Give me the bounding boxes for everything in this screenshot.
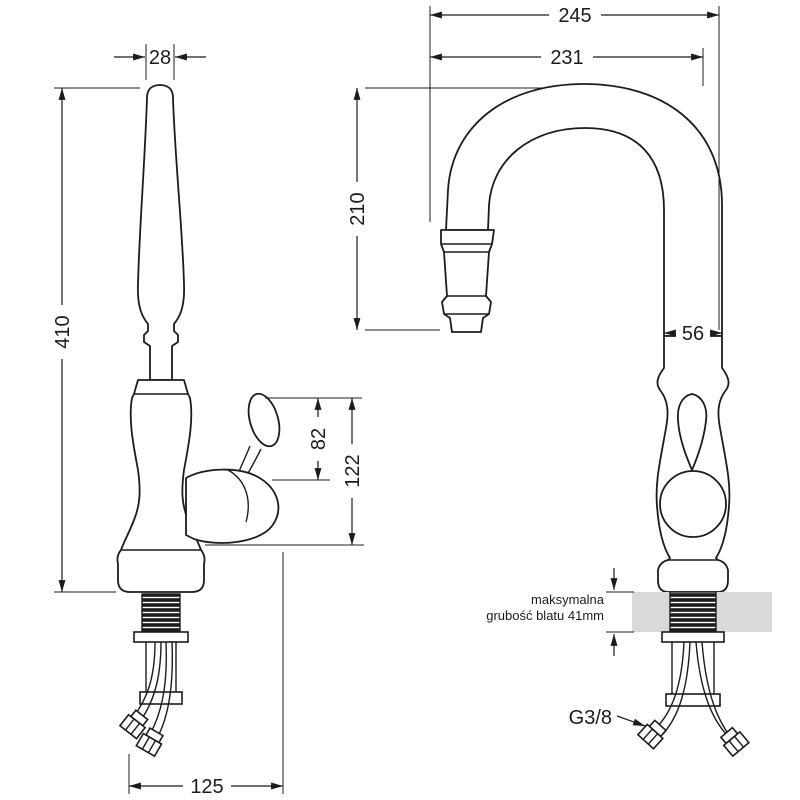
- front-thread-stud: [141, 593, 181, 633]
- front-hose-2b: [156, 641, 174, 739]
- spout-clearance-height-label: 210: [347, 192, 369, 225]
- side-hose-nut-2: [719, 726, 750, 758]
- dim-body-width: 56: [664, 323, 722, 345]
- dim-base-width: 125: [128, 552, 284, 798]
- front-handle-base: [185, 468, 280, 544]
- front-mount-flange: [133, 631, 189, 643]
- side-view: [440, 83, 772, 758]
- countertop-note-line1: maksymalna: [531, 592, 605, 607]
- side-hose-2b: [701, 641, 734, 741]
- front-handle-knob: [247, 392, 281, 448]
- side-hose-nut-1: [636, 719, 668, 750]
- spout-top-width-label: 28: [149, 47, 171, 69]
- front-hose-nut-2: [135, 727, 165, 758]
- side-thread-stud: [669, 591, 717, 633]
- overall-depth-label: 245: [558, 5, 591, 27]
- front-hose-nut-1: [118, 709, 149, 740]
- base-width-label: 125: [190, 776, 223, 798]
- side-mount-flange: [661, 631, 725, 643]
- dim-countertop-thickness: maksymalna grubość blatu 41mm: [486, 568, 634, 656]
- side-handle-circle: [659, 470, 727, 538]
- dim-thread-size: G3/8: [569, 707, 646, 729]
- dim-spout-reach: 231: [430, 47, 704, 86]
- front-hose-2: [149, 641, 168, 735]
- dim-spout-top-width: 28: [114, 44, 206, 80]
- front-handle-lever: [237, 445, 251, 475]
- side-handle-teardrop: [677, 393, 708, 471]
- countertop-note-line2: grubość blatu 41mm: [486, 608, 604, 623]
- side-hose-1: [655, 641, 685, 729]
- dim-total-height: 410: [52, 87, 140, 593]
- front-handle-base-detail: [227, 469, 249, 523]
- side-hose-1b: [662, 641, 691, 735]
- front-spout-neck: [137, 84, 185, 381]
- front-body: [116, 379, 206, 593]
- side-hose-2: [695, 641, 727, 735]
- body-width-label: 56: [682, 323, 704, 345]
- side-gooseneck: [445, 83, 723, 337]
- front-hose-1b: [140, 641, 162, 721]
- side-spray-head: [440, 229, 495, 333]
- front-hose-1: [133, 641, 156, 717]
- handle-total-height-label: 122: [342, 454, 364, 487]
- thread-size-label: G3/8: [569, 707, 612, 729]
- handle-upper-height-label: 82: [308, 428, 330, 450]
- front-view: [116, 84, 281, 758]
- dim-spout-clearance-height: 210: [347, 87, 545, 331]
- dim-handle-total-height: 122: [205, 398, 364, 546]
- dim-handle-upper-height: 82: [265, 397, 362, 481]
- spout-reach-label: 231: [550, 47, 583, 69]
- dim-overall-depth: 245: [429, 5, 720, 330]
- total-height-label: 410: [52, 315, 74, 348]
